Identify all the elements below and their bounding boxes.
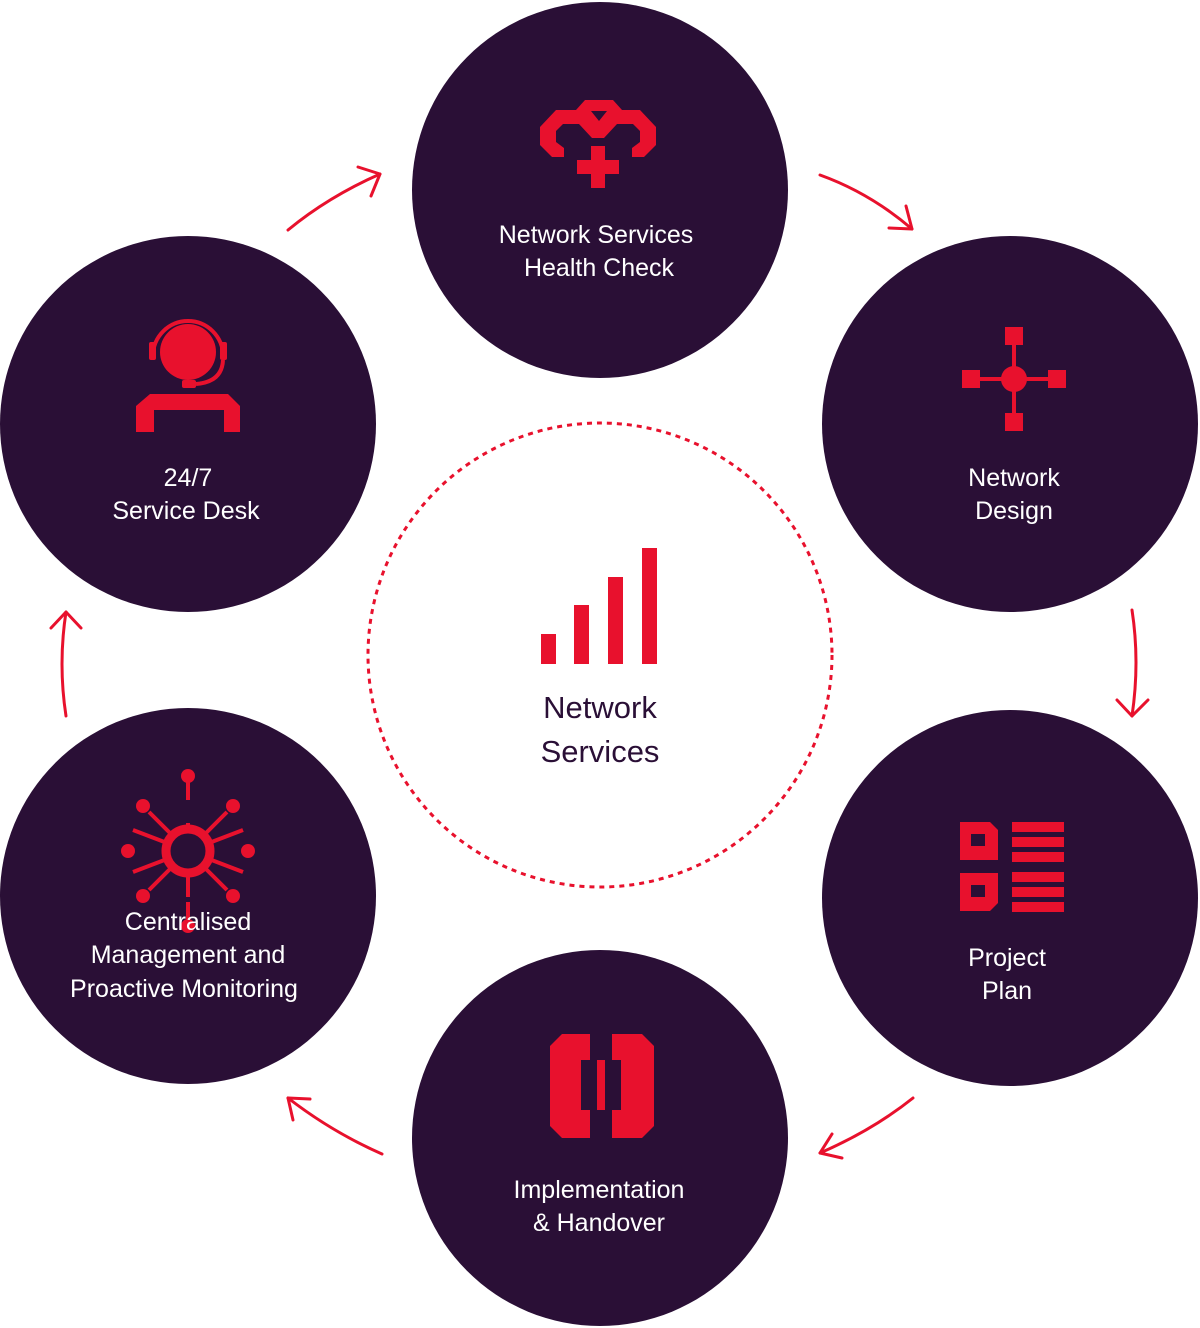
- node-health-check-label-line1: Network Services: [499, 221, 694, 249]
- node-network-design-label-line1: Network: [968, 464, 1060, 492]
- arrow-implementation-to-management: [286, 1096, 384, 1156]
- node-implementation: Implementation & Handover: [412, 950, 788, 1326]
- center-dashed-ring: [366, 421, 834, 889]
- node-network-design-label-line2: Design: [975, 497, 1053, 525]
- arrow-project-plan-to-implementation: [818, 1096, 915, 1160]
- node-implementation-circle: [412, 950, 788, 1326]
- node-implementation-label-line1: Implementation: [514, 1176, 685, 1204]
- node-implementation-label-line2: & Handover: [533, 1209, 665, 1237]
- node-project-plan-label-line2: Plan: [982, 977, 1032, 1005]
- node-centralised-management-label-line2: Management and: [91, 941, 286, 969]
- node-centralised-management: Centralised Management and Proactive Mon…: [0, 708, 376, 1084]
- arrow-health-check-to-design: [818, 173, 914, 231]
- node-service-desk-label-line2: Service Desk: [112, 497, 260, 525]
- node-project-plan-circle: [822, 710, 1198, 1086]
- hub-monitor-icon: [121, 769, 255, 933]
- node-centralised-management-label-line1: Centralised: [125, 908, 251, 936]
- center-label-line1: Network: [543, 690, 657, 725]
- node-service-desk-circle: [0, 236, 376, 612]
- node-service-desk: 24/7 Service Desk: [0, 236, 376, 612]
- headset-agent-icon: [136, 319, 240, 432]
- node-service-desk-label-line1: 24/7: [164, 464, 213, 492]
- handover-icon: [550, 1034, 654, 1138]
- center-label-line2: Services: [541, 734, 660, 769]
- node-project-plan-label-line1: Project: [968, 944, 1046, 972]
- signal-bars-icon: [541, 548, 657, 664]
- node-health-check-circle: [412, 2, 788, 378]
- network-hub-icon: [962, 327, 1066, 431]
- arrow-service-desk-to-health-check: [286, 165, 382, 232]
- arrow-management-to-service-desk: [49, 610, 83, 718]
- checklist-icon: [960, 822, 1064, 912]
- health-check-icon: [540, 100, 656, 188]
- node-project-plan: Project Plan: [822, 710, 1198, 1086]
- node-centralised-management-label-line3: Proactive Monitoring: [70, 975, 298, 1003]
- node-health-check-label-line2: Health Check: [524, 254, 675, 282]
- node-health-check: Network Services Health Check: [412, 2, 788, 378]
- arrow-design-to-project-plan: [1115, 608, 1150, 718]
- node-network-design: Network Design: [822, 236, 1198, 612]
